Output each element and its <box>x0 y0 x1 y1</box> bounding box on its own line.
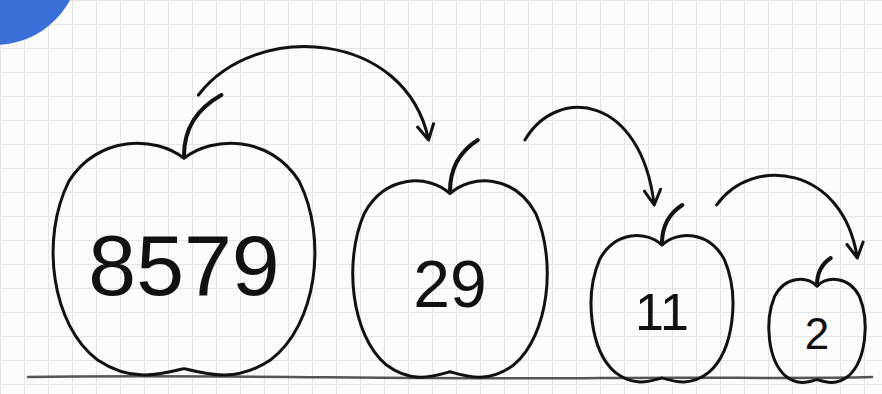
apple-label-area: 2 <box>764 281 870 386</box>
apple-node: 11 <box>584 205 740 387</box>
apple-stem <box>817 258 831 285</box>
apple-body <box>353 181 548 377</box>
apple-number: 29 <box>413 251 486 317</box>
apple-label-area: 29 <box>343 184 557 384</box>
ground-line <box>28 376 872 378</box>
apple-number: 8579 <box>88 222 279 308</box>
apple-number: 11 <box>635 286 689 338</box>
apple-stem <box>450 140 478 191</box>
apple-body <box>53 143 315 375</box>
apple-body <box>769 279 865 382</box>
apple-node: 2 <box>764 258 870 386</box>
apple-label-area: 8579 <box>40 147 328 383</box>
apple-node: 29 <box>343 140 557 384</box>
apple-number: 2 <box>805 312 829 356</box>
corner-badge <box>0 0 80 45</box>
curved-arrow <box>198 47 433 140</box>
apple-node: 8579 <box>40 95 328 383</box>
apple-label-area: 11 <box>584 238 740 387</box>
apple-stem <box>184 95 221 155</box>
apple-stem <box>662 205 682 243</box>
apple-body <box>591 235 733 382</box>
curved-arrow <box>717 175 864 258</box>
curved-arrow <box>525 107 661 205</box>
